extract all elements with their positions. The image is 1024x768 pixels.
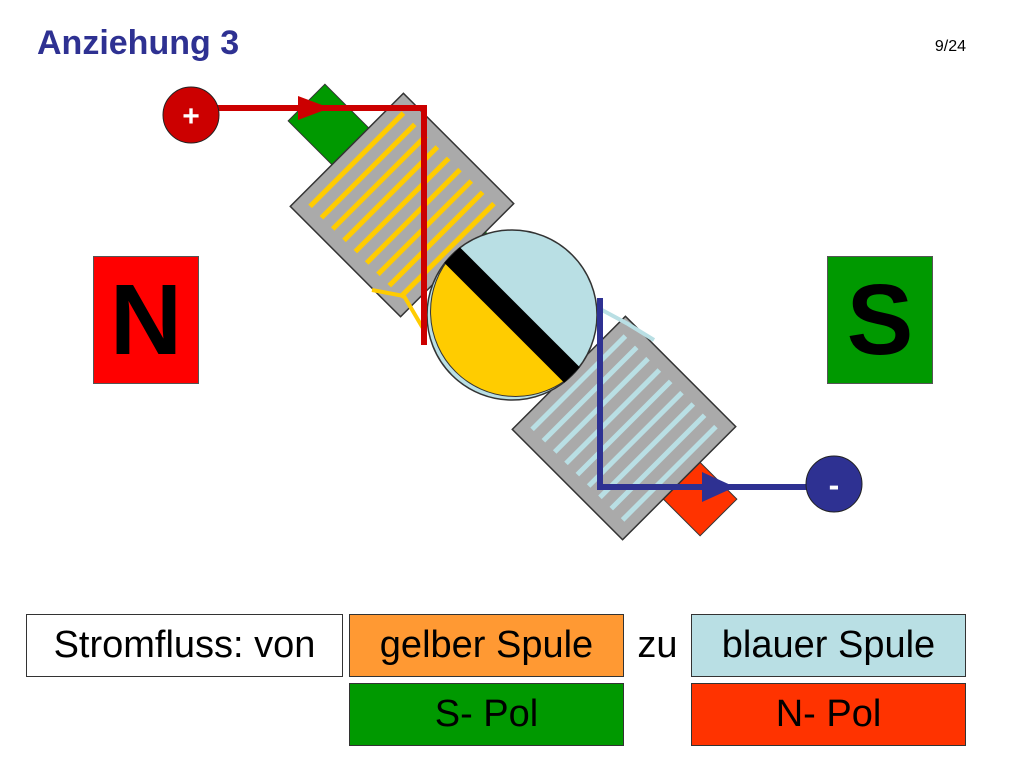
slide-title: Anziehung 3 bbox=[37, 24, 240, 62]
commutator-rotor bbox=[426, 229, 598, 401]
caption-from-coil: gelber Spule bbox=[349, 614, 624, 677]
blue-coil bbox=[511, 315, 737, 541]
north-pole-magnet: N bbox=[93, 256, 199, 384]
positive-terminal-label: + bbox=[182, 100, 200, 133]
caption-from-pole: S- Pol bbox=[349, 683, 624, 746]
yellow-coil-lead bbox=[371, 288, 426, 332]
south-pole-label: S bbox=[846, 264, 914, 376]
caption-to-pole: N- Pol bbox=[691, 683, 966, 746]
south-pole-magnet: S bbox=[827, 256, 933, 384]
current-arrow-icon bbox=[702, 472, 735, 502]
north-pole-label: N bbox=[109, 264, 183, 376]
current-arrow-icon bbox=[298, 96, 330, 120]
caption-prefix: Stromfluss: von bbox=[26, 614, 343, 677]
negative-wire bbox=[597, 298, 815, 502]
caption-to-coil: blauer Spule bbox=[691, 614, 966, 677]
page-number: 9/24 bbox=[934, 38, 966, 55]
positive-terminal: + bbox=[162, 86, 220, 144]
negative-terminal: - bbox=[805, 455, 863, 513]
caption-connector: zu bbox=[624, 614, 691, 677]
positive-wire bbox=[205, 96, 427, 345]
negative-terminal-label: - bbox=[829, 467, 840, 503]
blue-coil-lead bbox=[601, 308, 656, 342]
